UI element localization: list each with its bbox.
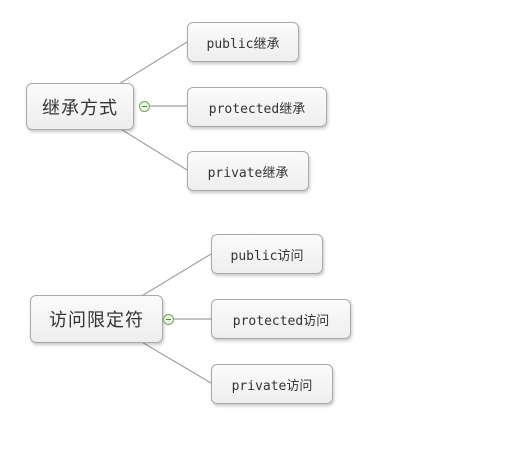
root-node-inheritance-mode[interactable]: 继承方式: [26, 83, 134, 130]
root-node-label: 继承方式: [42, 97, 118, 119]
child-node-private-inheritance[interactable]: private继承: [187, 151, 309, 191]
child-node-protected-inheritance[interactable]: protected继承: [187, 87, 327, 127]
child-node-public-access[interactable]: public访问: [211, 234, 323, 274]
collapse-minus-icon[interactable]: [163, 314, 174, 325]
child-node-label: public访问: [230, 248, 304, 264]
child-node-label: private继承: [207, 165, 289, 181]
child-node-private-access[interactable]: private访问: [211, 364, 333, 404]
child-node-label: protected访问: [232, 313, 330, 329]
child-node-label: private访问: [231, 378, 313, 394]
root-node-access-specifier[interactable]: 访问限定符: [30, 295, 163, 343]
root-node-label: 访问限定符: [49, 310, 144, 331]
collapse-minus-icon[interactable]: [139, 101, 150, 112]
child-node-public-inheritance[interactable]: public继承: [187, 22, 299, 62]
child-node-label: public继承: [206, 36, 280, 52]
child-node-label: protected继承: [208, 101, 306, 117]
child-node-protected-access[interactable]: protected访问: [211, 299, 351, 339]
